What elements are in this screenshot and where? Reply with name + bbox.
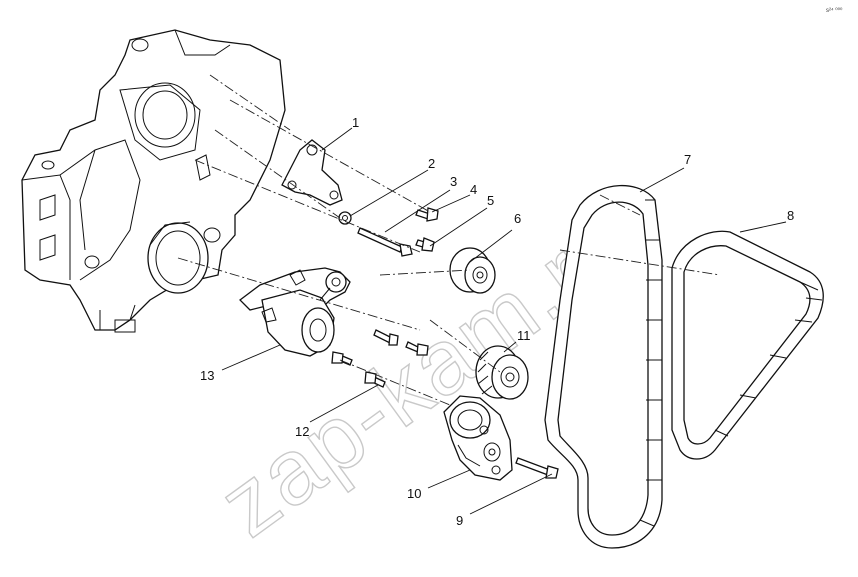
engine-front-cover xyxy=(21,29,286,333)
callout-2: 2 xyxy=(428,156,435,171)
callout-4: 4 xyxy=(470,182,477,197)
assembly-axes xyxy=(177,74,721,406)
callout-7: 7 xyxy=(684,152,691,167)
callout-9: 9 xyxy=(456,513,463,528)
corner-mark: s²⁴ ⁰⁰⁰ xyxy=(826,7,843,14)
callout-3: 3 xyxy=(450,174,457,189)
idler-pulley-lower xyxy=(475,345,529,400)
callout-numbers: 1 2 3 4 5 6 7 8 9 10 11 12 13 xyxy=(200,115,794,528)
drive-belt-small xyxy=(671,230,824,460)
mounting-bracket xyxy=(281,139,343,206)
callout-13: 13 xyxy=(200,368,214,383)
callout-8: 8 xyxy=(787,208,794,223)
drive-belt-large xyxy=(544,184,663,549)
pulley-bolt xyxy=(415,237,435,252)
callout-12: 12 xyxy=(295,424,309,439)
callout-6: 6 xyxy=(514,211,521,226)
callout-1: 1 xyxy=(352,115,359,130)
alternator-assembly xyxy=(239,267,351,357)
callout-10: 10 xyxy=(407,486,421,501)
callout-5: 5 xyxy=(487,193,494,208)
belt-tensioner xyxy=(443,395,513,481)
callout-11: 11 xyxy=(517,328,531,343)
washer xyxy=(338,211,352,225)
long-bolt xyxy=(357,227,413,257)
tensioner-bolt xyxy=(515,457,559,479)
leader-lines xyxy=(221,127,787,515)
short-bolt-upper xyxy=(415,207,439,222)
